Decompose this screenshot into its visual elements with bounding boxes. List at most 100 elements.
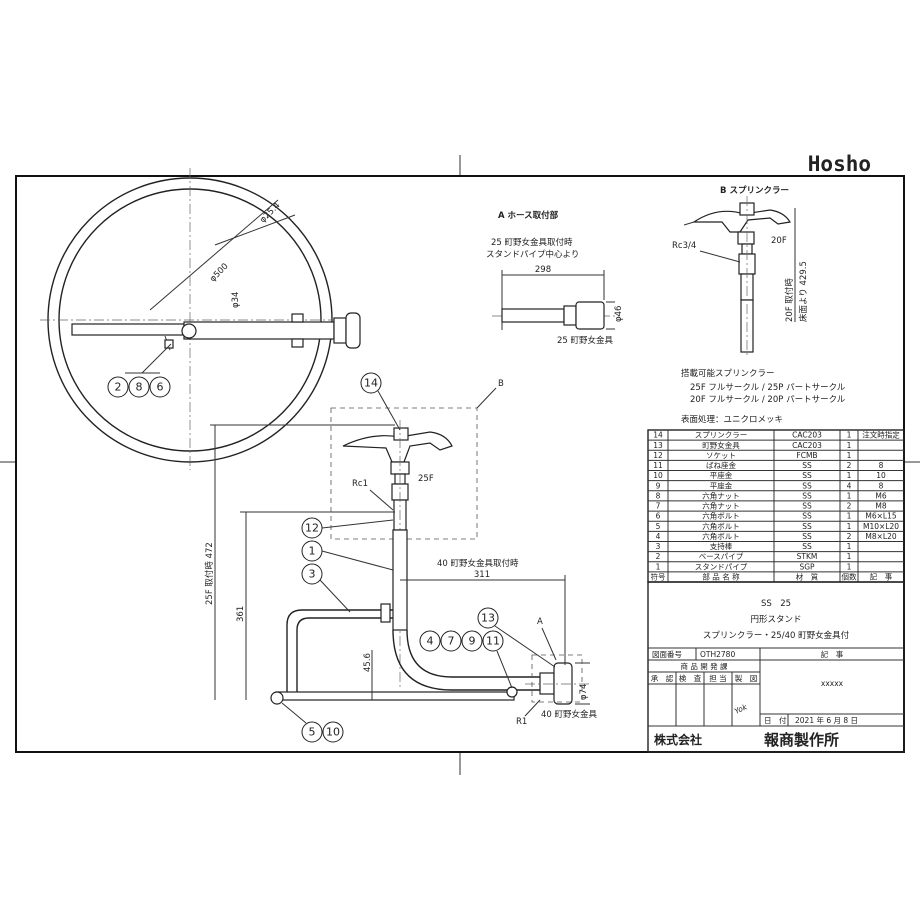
table-cell-material: SS bbox=[802, 502, 812, 511]
table-cell-note: 10 bbox=[876, 471, 886, 480]
table-cell-name: 六角ボルト bbox=[702, 511, 740, 521]
table-cell-note: M6 bbox=[875, 491, 886, 500]
dim-phi46: φ46 bbox=[614, 306, 624, 322]
table-cell-name: ソケット bbox=[706, 451, 736, 460]
person-label: 担 当 bbox=[709, 673, 726, 683]
table-cell-qty: 1 bbox=[847, 471, 852, 480]
table-cell-note: M10×L20 bbox=[863, 522, 899, 531]
balloon-4: 4 bbox=[427, 635, 434, 648]
detail-view-b: B スプリンクラー Rc3/4 20F 20F 取付時 床面より 429.5 bbox=[672, 185, 809, 358]
table-cell-material: SS bbox=[802, 512, 812, 521]
inspect-label: 検 査 bbox=[679, 673, 702, 683]
table-cell-qty: 2 bbox=[847, 502, 852, 511]
dev-dept: 商 品 開 発 課 bbox=[680, 661, 728, 671]
table-cell-no: 4 bbox=[656, 532, 661, 541]
balloon-6: 6 bbox=[157, 381, 164, 394]
view-b-dim-label1: 20F 取付時 bbox=[784, 278, 795, 322]
dim-361: 361 bbox=[236, 606, 246, 622]
table-cell-name: ばね座金 bbox=[706, 460, 736, 470]
table-cell-qty: 1 bbox=[847, 431, 852, 440]
table-cell-no: 5 bbox=[656, 522, 661, 531]
table-cell-name: 平座金 bbox=[710, 480, 733, 490]
brand-logo: Hosho bbox=[808, 152, 871, 176]
table-cell-no: 6 bbox=[656, 512, 661, 521]
table-cell-qty: 1 bbox=[847, 512, 852, 521]
table-cell-qty: 1 bbox=[847, 522, 852, 531]
table-cell-qty: 1 bbox=[847, 552, 852, 561]
balloon-8: 8 bbox=[136, 381, 143, 394]
table-header-name: 部 品 名 称 bbox=[702, 571, 740, 581]
table-cell-name: スプリンクラー bbox=[695, 431, 748, 440]
approve-label: 承 認 bbox=[651, 673, 674, 683]
table-cell-no: 8 bbox=[656, 491, 661, 500]
dim-298: 298 bbox=[535, 265, 551, 275]
table-cell-material: SS bbox=[802, 522, 812, 531]
balloon-11: 11 bbox=[486, 635, 500, 648]
label-40fitting: 40 町野女金具 bbox=[541, 709, 598, 720]
view-b-dim-label2: 床面より 429.5 bbox=[798, 261, 809, 322]
balloon-12: 12 bbox=[305, 522, 319, 535]
dim-phi500: φ500 bbox=[208, 262, 231, 285]
label-rc1: Rc1 bbox=[352, 479, 368, 489]
label-b: B bbox=[498, 379, 504, 389]
table-cell-note: 8 bbox=[879, 461, 884, 470]
label-a: A bbox=[537, 617, 543, 627]
table-cell-no: 10 bbox=[653, 471, 663, 480]
table-cell-name: 支持棒 bbox=[710, 541, 733, 551]
view-a-fitting-label: 25 町野女金具 bbox=[557, 335, 614, 346]
table-cell-no: 13 bbox=[653, 441, 663, 450]
table-cell-no: 9 bbox=[656, 481, 661, 490]
balloon-9: 9 bbox=[469, 635, 476, 648]
label-r1: R1 bbox=[516, 717, 527, 727]
table-header-note: 記 事 bbox=[870, 571, 893, 581]
surface-treatment: 表面処理：ユニクロメッキ bbox=[681, 414, 783, 425]
table-cell-material: SS bbox=[802, 481, 812, 490]
table-cell-qty: 2 bbox=[847, 461, 852, 470]
table-cell-name: 六角ナット bbox=[702, 490, 740, 500]
table-cell-qty: 1 bbox=[847, 491, 852, 500]
title-name1: 円形スタンド bbox=[750, 615, 801, 625]
signature: Yok bbox=[733, 702, 749, 716]
balloon-10: 10 bbox=[326, 726, 340, 739]
label-25f: 25F bbox=[418, 474, 434, 484]
table-cell-name: スタンドパイプ bbox=[695, 562, 748, 571]
view-a-note2: スタンドパイプ中心より bbox=[486, 249, 579, 260]
balloon-7: 7 bbox=[448, 635, 455, 648]
detail-view-a: A ホース取付部 25 町野女金具取付時 スタンドパイプ中心より 298 φ46… bbox=[486, 210, 624, 346]
table-cell-material: SS bbox=[802, 532, 812, 541]
table-cell-material: CAC203 bbox=[792, 431, 822, 440]
view-b-rc34: Rc3/4 bbox=[672, 241, 696, 251]
plan-view: φ25.4 φ500 φ34 bbox=[40, 168, 361, 470]
table-cell-note: 注文時指定 bbox=[862, 430, 900, 440]
side-view: B Rc1 25F φ74 A 40 町野女金具 R1 bbox=[204, 379, 598, 727]
company-prefix: 株式会社 bbox=[654, 732, 702, 747]
table-cell-qty: 1 bbox=[847, 451, 852, 460]
date-label: 日 付 bbox=[764, 715, 787, 725]
table-cell-note: M8 bbox=[875, 502, 886, 511]
notes-value: xxxxx bbox=[821, 679, 844, 688]
view-b-title: B スプリンクラー bbox=[720, 185, 789, 196]
view-a-note1: 25 町野女金具取付時 bbox=[491, 237, 573, 248]
table-cell-no: 2 bbox=[656, 552, 661, 561]
balloon-2: 2 bbox=[115, 381, 122, 394]
table-cell-qty: 2 bbox=[847, 532, 852, 541]
company-name: 報商製作所 bbox=[764, 731, 839, 749]
table-cell-no: 3 bbox=[656, 542, 661, 551]
table-cell-no: 1 bbox=[656, 562, 661, 571]
table-cell-material: SS bbox=[802, 542, 812, 551]
table-cell-material: STKM bbox=[797, 552, 818, 561]
drawing-no-label: 図面番号 bbox=[652, 649, 682, 659]
table-cell-name: 平座金 bbox=[710, 470, 733, 480]
title-name2: スプリンクラー・25/40 町野女金具付 bbox=[703, 630, 850, 641]
sheet-border bbox=[15, 175, 905, 753]
table-header-no: 符号 bbox=[651, 571, 666, 581]
balloon-14: 14 bbox=[364, 377, 378, 390]
title-block: SS 25 円形スタンド スプリンクラー・25/40 町野女金具付 図面番号 O… bbox=[647, 581, 905, 753]
dim-phi34: φ34 bbox=[231, 292, 241, 308]
note-40fitting: 40 町野女金具取付時 bbox=[437, 558, 519, 569]
table-cell-no: 12 bbox=[653, 451, 663, 460]
balloon-1: 1 bbox=[309, 545, 316, 558]
date-value: 2021 年 6 月 8 日 bbox=[795, 715, 858, 725]
